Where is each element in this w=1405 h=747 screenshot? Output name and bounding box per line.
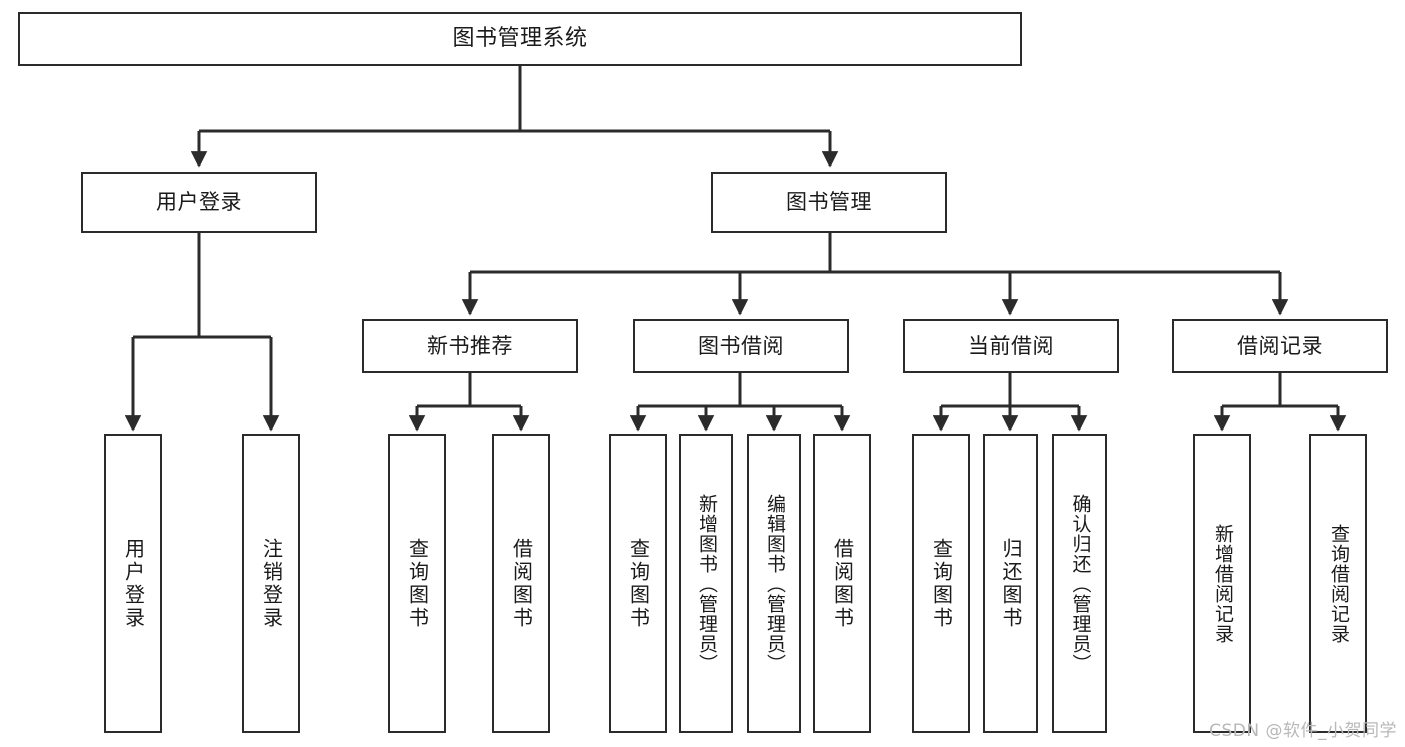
node-leaf-query-book-borrow[interactable]: 查询图书 [609, 434, 667, 733]
node-user-login[interactable]: 用户登录 [81, 172, 317, 233]
node-label: 用户登录 [121, 537, 146, 630]
node-leaf-return-book[interactable]: 归还图书 [983, 434, 1038, 733]
node-new-book-recommend[interactable]: 新书推荐 [362, 319, 578, 373]
node-label: 当前借阅 [968, 333, 1054, 358]
node-leaf-user-login[interactable]: 用户登录 [104, 434, 162, 733]
node-label: 查询图书 [405, 537, 430, 630]
node-book-borrow[interactable]: 图书借阅 [633, 319, 849, 373]
node-borrow-record[interactable]: 借阅记录 [1172, 319, 1388, 373]
node-leaf-confirm-return-admin[interactable]: 确认归还（管理员） [1052, 434, 1107, 733]
node-label: 用户登录 [156, 190, 242, 215]
node-leaf-edit-book-admin[interactable]: 编辑图书（管理员） [747, 434, 801, 733]
node-label: 借阅记录 [1237, 333, 1323, 358]
node-label: 归还图书 [999, 537, 1023, 630]
node-label: 新书推荐 [427, 333, 513, 358]
node-leaf-borrow-book-recommend[interactable]: 借阅图书 [492, 434, 550, 733]
node-label: 图书借阅 [698, 333, 784, 358]
node-label: 确认归还（管理员） [1069, 493, 1092, 674]
node-label: 借阅图书 [830, 537, 855, 630]
node-label: 编辑图书（管理员） [763, 493, 786, 674]
node-leaf-add-book-admin[interactable]: 新增图书（管理员） [679, 434, 733, 733]
csdn-watermark: CSDN @软件_小贺同学 [1209, 721, 1397, 741]
node-current-borrow[interactable]: 当前借阅 [903, 319, 1119, 373]
node-book-manage[interactable]: 图书管理 [711, 172, 947, 233]
node-label: 新增图书（管理员） [695, 493, 718, 674]
node-label: 借阅图书 [509, 537, 534, 630]
node-label: 查询图书 [626, 537, 651, 630]
node-label: 新增借阅记录 [1211, 523, 1234, 644]
node-leaf-logout-login[interactable]: 注销登录 [242, 434, 300, 733]
node-label: 图书管理系统 [452, 26, 588, 52]
node-label: 注销登录 [259, 537, 284, 630]
node-label: 查询图书 [929, 537, 954, 630]
node-label: 查询借阅记录 [1327, 523, 1350, 644]
node-label: 图书管理 [786, 190, 872, 215]
node-leaf-borrow-book[interactable]: 借阅图书 [813, 434, 871, 733]
node-leaf-add-borrow-record[interactable]: 新增借阅记录 [1193, 434, 1251, 733]
node-leaf-query-borrow-record[interactable]: 查询借阅记录 [1309, 434, 1367, 733]
node-leaf-query-book-current[interactable]: 查询图书 [912, 434, 970, 733]
node-leaf-query-book-recommend[interactable]: 查询图书 [388, 434, 446, 733]
node-root-book-management-system[interactable]: 图书管理系统 [18, 12, 1022, 66]
